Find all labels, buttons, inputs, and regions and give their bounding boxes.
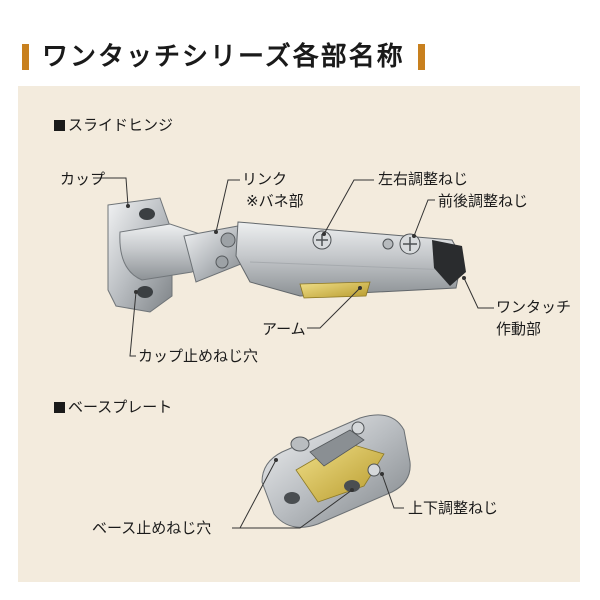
base-plate-image bbox=[261, 414, 411, 528]
label-arm: アーム bbox=[262, 320, 306, 338]
label-ud-adjust-screw: 上下調整ねじ bbox=[408, 499, 499, 517]
leader-one-touch bbox=[463, 277, 494, 309]
section-label-base-plate: ベースプレート bbox=[54, 396, 172, 417]
title-right-mark bbox=[418, 44, 425, 70]
leader-ud-adjust bbox=[381, 473, 404, 509]
leader-fb-adjust bbox=[413, 199, 435, 237]
label-one-touch: ワンタッチ bbox=[496, 298, 572, 316]
leader-lr-adjust bbox=[323, 179, 374, 235]
label-cup-screw-hole: カップ止めねじ穴 bbox=[138, 347, 259, 365]
label-link: リンク bbox=[242, 170, 288, 188]
label-one-touch-part: 作動部 bbox=[496, 320, 542, 338]
page-title: ワンタッチシリーズ各部名称 bbox=[42, 42, 405, 72]
title-bar: ワンタッチシリーズ各部名称 bbox=[0, 0, 600, 86]
section-label-slide-hinge: スライドヒンジ bbox=[54, 114, 173, 135]
leader-cup bbox=[93, 177, 129, 207]
leader-arm bbox=[307, 287, 361, 329]
slide-hinge-image bbox=[107, 197, 466, 313]
leader-cup-screw bbox=[129, 291, 137, 357]
leader-link bbox=[215, 179, 240, 233]
label-lr-adjust-screw: 左右調整ねじ bbox=[378, 170, 469, 188]
label-link-note: ※バネ部 bbox=[246, 192, 304, 210]
label-fb-adjust-screw: 前後調整ねじ bbox=[438, 192, 529, 210]
leader-base-screw-2 bbox=[240, 489, 353, 529]
label-base-screw-hole: ベース止めねじ穴 bbox=[92, 519, 212, 537]
leader-dots bbox=[126, 204, 466, 492]
title-left-mark bbox=[22, 44, 29, 70]
label-cup: カップ bbox=[60, 170, 106, 188]
leader-lines bbox=[93, 177, 494, 529]
